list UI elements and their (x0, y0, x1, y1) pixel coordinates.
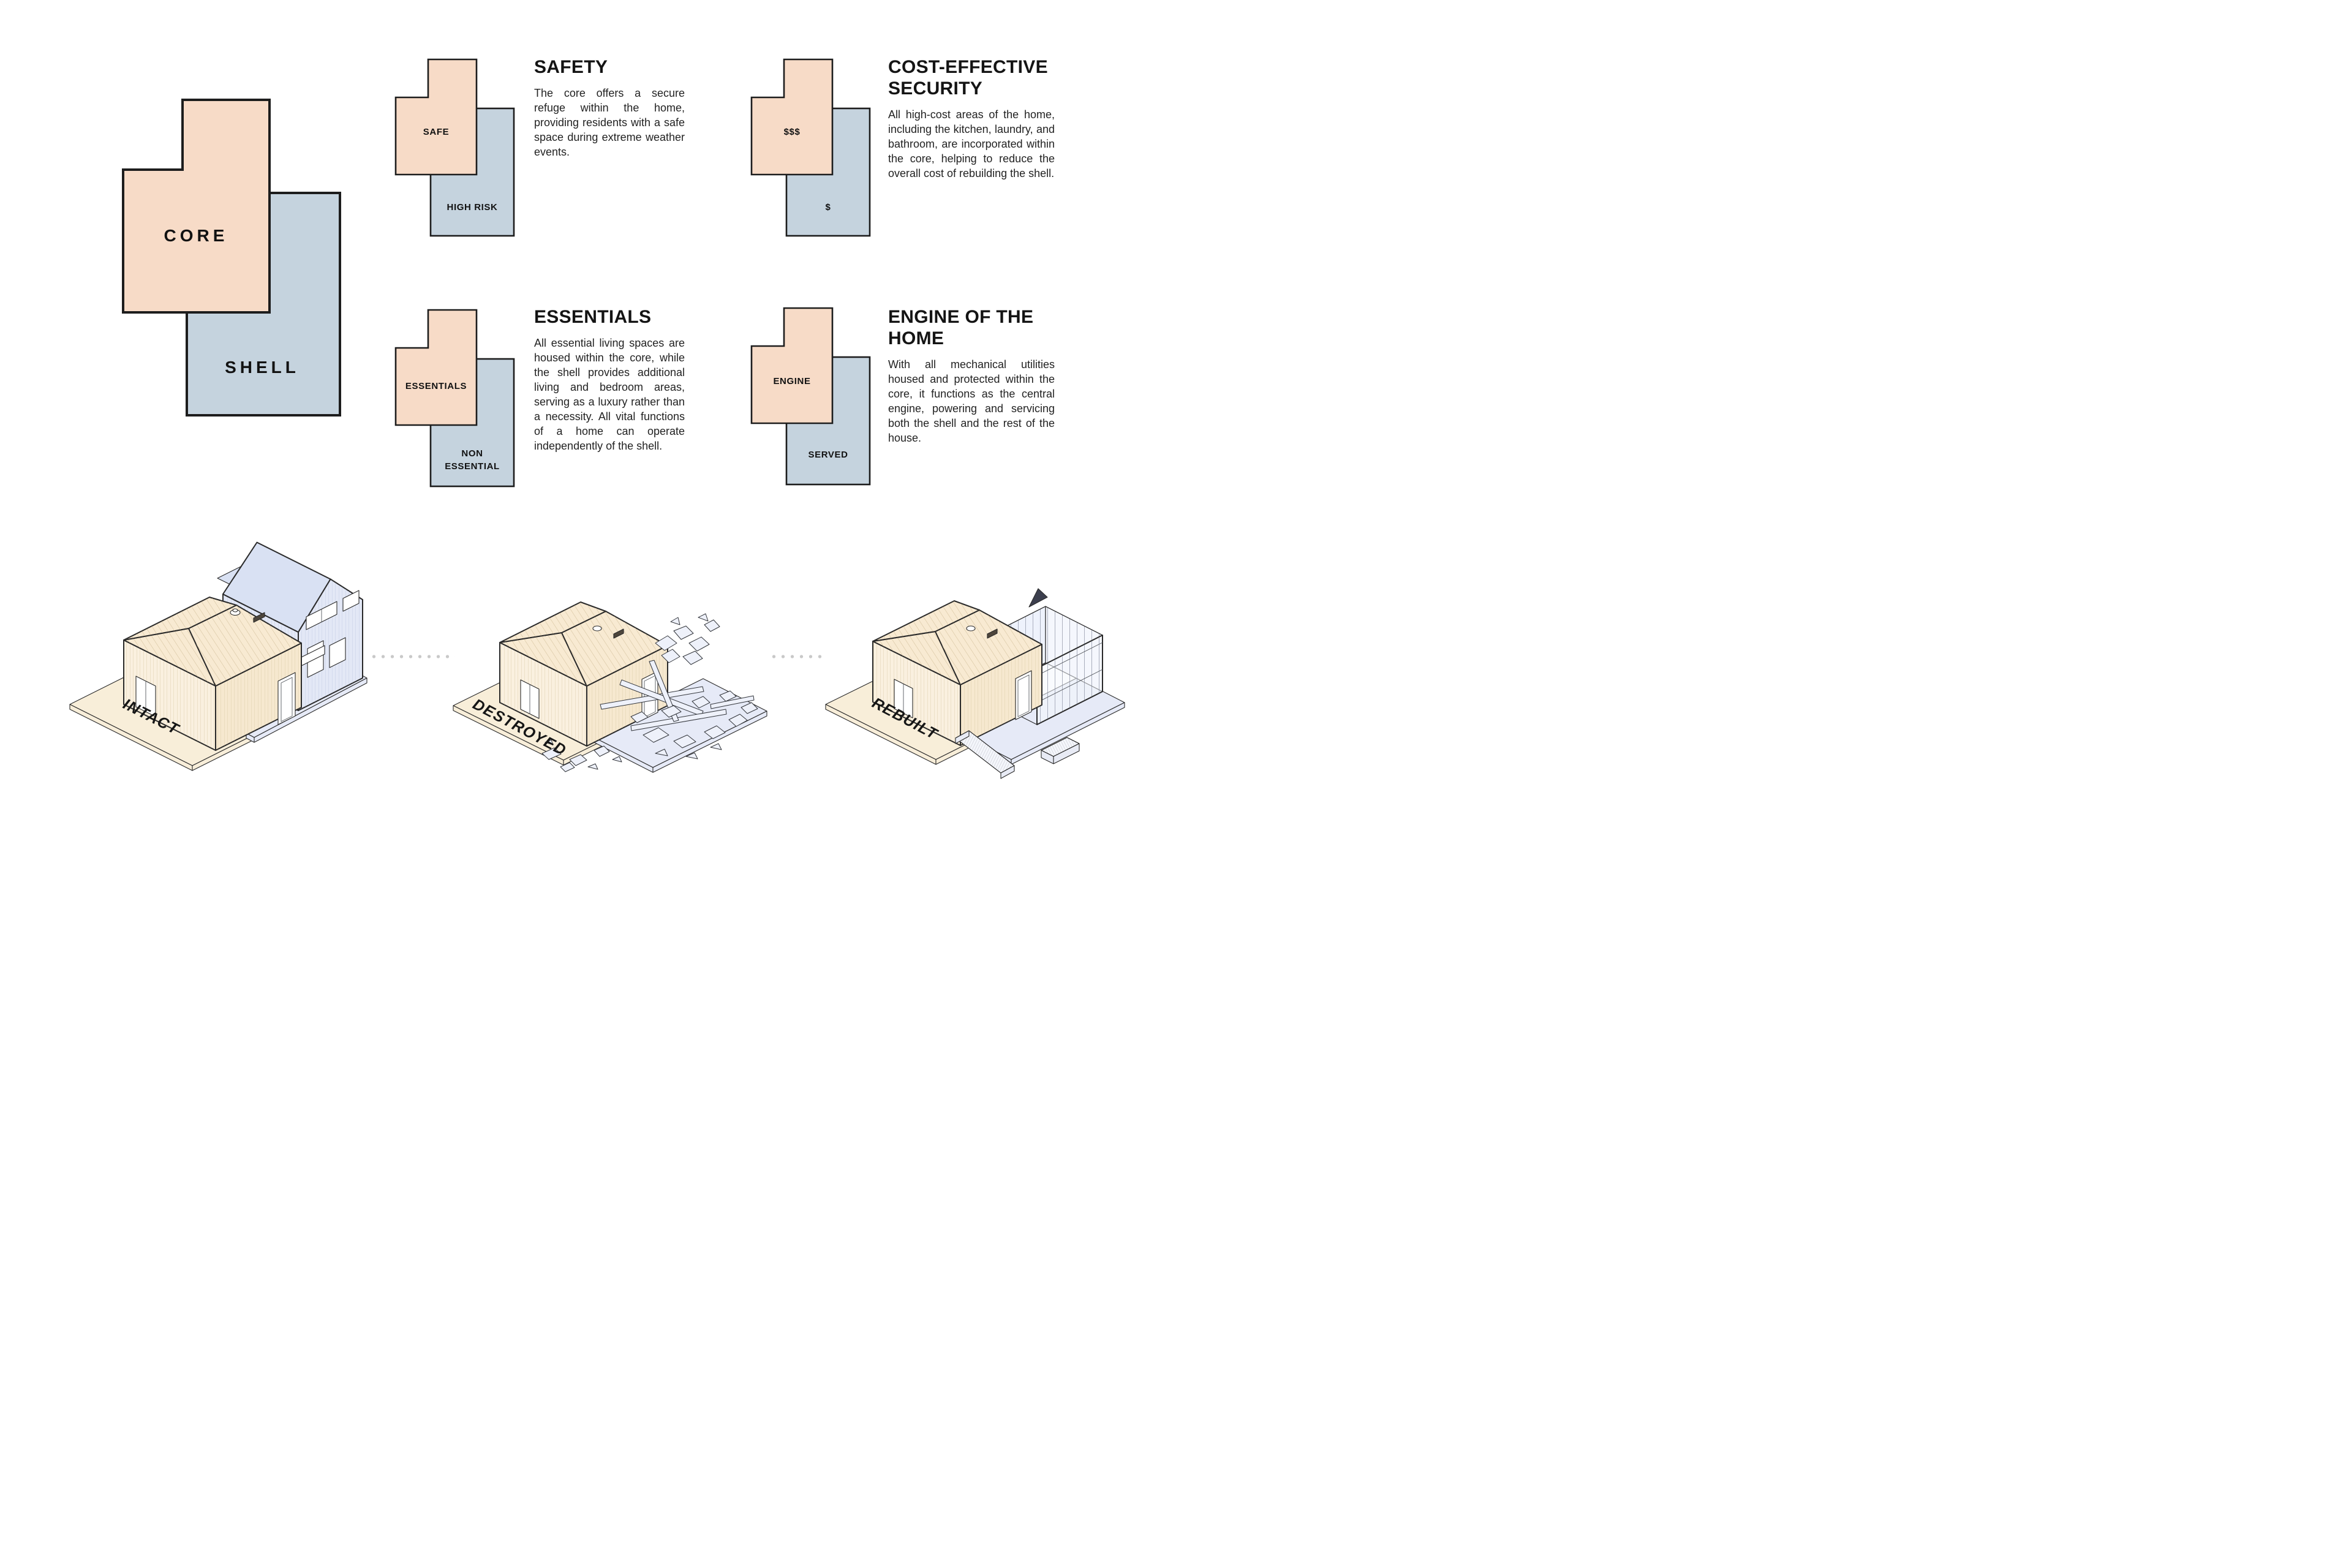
debris-piece (612, 756, 622, 763)
mini-core-label: SAFE (423, 127, 449, 137)
debris-piece (741, 702, 758, 714)
safety-mini-diagram: SAFE HIGH RISK (394, 58, 515, 237)
shell-window (342, 590, 360, 612)
debris-piece (560, 762, 575, 772)
core-structure (123, 597, 302, 751)
debris-piece (682, 650, 703, 665)
core-door (1015, 670, 1032, 720)
infographic-canvas: CORE SHELL SAFE HIGH RISK SAFETY The cor… (0, 0, 1176, 784)
debris-piece (541, 747, 562, 760)
mini-core-shape (750, 307, 834, 424)
cost-title-line1: COST-EFFECTIVE (888, 57, 1048, 77)
cost-mini-diagram: $$$ $ (750, 58, 871, 237)
core-door (277, 672, 296, 725)
mini-shell-label-line2: ESSENTIAL (445, 461, 500, 472)
roof-skylight (613, 628, 624, 639)
debris-field (541, 613, 758, 772)
debris-piece (698, 613, 709, 622)
mini-shell-label: $ (826, 202, 831, 213)
mini-core-label: ESSENTIALS (405, 381, 467, 391)
mini-shell-label: SERVED (808, 450, 848, 460)
debris-piece (673, 625, 694, 640)
core-shape (122, 99, 271, 314)
engine-title-line2: HOME (888, 328, 944, 349)
safety-section: SAFETY The core offers a secure refuge w… (534, 56, 685, 159)
debris-piece (594, 745, 610, 757)
debris-piece (643, 727, 669, 743)
essentials-section: ESSENTIALS All essential living spaces a… (534, 306, 685, 453)
essentials-title: ESSENTIALS (534, 307, 652, 327)
destroyed-house-illustration: DESTROYED (453, 601, 767, 773)
debris-piece (704, 725, 726, 739)
debris-piece (569, 754, 587, 766)
roof-vent (592, 625, 602, 631)
debris-piece (670, 617, 680, 625)
safety-title: SAFETY (534, 57, 608, 77)
debris-piece (728, 714, 748, 727)
lumber-stacks (955, 730, 1080, 779)
roof-skylight (253, 612, 265, 623)
core-shell-diagram: CORE SHELL (122, 99, 341, 417)
debris-piece (545, 739, 554, 745)
debris-piece (673, 734, 696, 748)
dotted-timeline-segment-1 (369, 655, 455, 658)
shell-label: SHELL (225, 358, 300, 377)
mini-shell-label: HIGH RISK (447, 202, 498, 213)
mini-core-shape (394, 58, 478, 176)
debris-piece (630, 711, 649, 723)
mini-core-shape (394, 309, 478, 426)
debris-beam (600, 686, 704, 710)
cost-body: All high-cost areas of the home, includi… (888, 108, 1055, 179)
core-structure (872, 600, 1042, 746)
engine-body: With all mechanical utilities housed and… (888, 358, 1055, 444)
debris-piece (661, 705, 682, 718)
shell-ground-slab (589, 678, 767, 773)
safety-body: The core offers a secure refuge within t… (534, 87, 685, 158)
essentials-mini-diagram: ESSENTIALS NON ESSENTIAL (394, 309, 515, 488)
mini-core-label: ENGINE (773, 376, 810, 386)
mini-core-label: $$$ (784, 127, 801, 137)
cost-title-line2: SECURITY (888, 78, 983, 99)
debris-piece (661, 649, 680, 663)
shell-roof (222, 541, 331, 633)
debris-piece (719, 690, 737, 702)
debris-beam (710, 695, 755, 709)
dotted-timeline-segment-2 (769, 655, 826, 658)
rebuilt-house-illustration: REBUILT (825, 588, 1125, 779)
roof-skylight (987, 628, 998, 639)
mini-shell-label-line1: NON (461, 448, 483, 459)
debris-piece (685, 752, 698, 760)
debris-beam (649, 660, 679, 722)
core-label: CORE (164, 226, 228, 245)
debris-piece (655, 635, 677, 651)
debris-piece (655, 748, 668, 756)
debris-piece (587, 763, 598, 770)
shell-window (329, 637, 346, 668)
essentials-body: All essential living spaces are housed w… (534, 337, 685, 452)
intact-house-illustration: INTACT (69, 541, 368, 771)
debris-piece (710, 743, 722, 750)
debris-piece (688, 636, 710, 652)
roof-vent (966, 625, 976, 631)
engine-title-line1: ENGINE OF THE (888, 307, 1034, 327)
mini-core-shape (750, 58, 834, 176)
debris-piece (692, 696, 710, 709)
engine-mini-diagram: ENGINE SERVED (750, 307, 871, 486)
debris-piece (704, 619, 720, 632)
